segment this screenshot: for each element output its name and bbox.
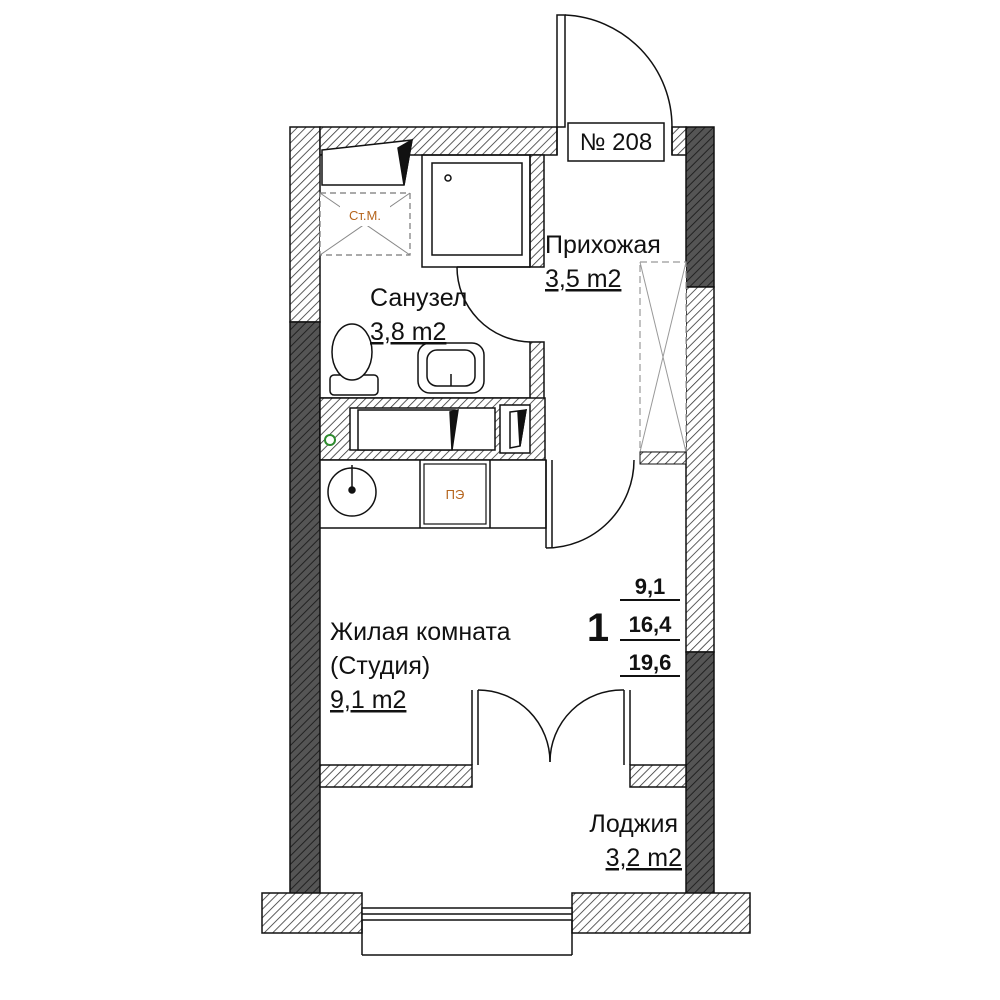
right-wall-upper-dark: [685, 126, 715, 288]
area-total-no-loggia: 16,4: [629, 612, 673, 637]
loggia-name: Лоджия: [589, 810, 678, 838]
area-living: 9,1: [635, 574, 666, 599]
bath-partition-right: [529, 154, 545, 268]
shower-tray: [421, 154, 531, 268]
bath-wall-niche: [319, 397, 546, 461]
loggia-wall-right: [629, 764, 687, 788]
living-name-line1: Жилая комната: [330, 618, 511, 646]
top-wall-right-stub: [671, 126, 687, 156]
bathroom-door: [456, 266, 531, 343]
apartment-number-box: [567, 122, 665, 162]
hallway-name: Прихожая: [545, 231, 661, 259]
right-wall-lower-dark: [685, 651, 715, 921]
left-wall-dark: [289, 321, 321, 921]
loggia-door: [471, 689, 631, 765]
hallway-wardrobe: [639, 261, 687, 465]
electric-stove: ПЭ: [423, 463, 487, 525]
entrance-door: [556, 14, 673, 155]
washing-machine: Ст.М.: [319, 192, 411, 256]
loggia-area: 3,2 m2: [606, 844, 682, 872]
hallway-area: 3,5 m2: [545, 265, 621, 293]
area-summary: 9,1 16,4 19,6: [620, 574, 680, 677]
apartment-number: № 208: [580, 129, 652, 156]
loggia-wall-left: [319, 764, 473, 788]
bathroom-area: 3,8 m2: [370, 318, 446, 346]
rooms-count: 1: [587, 606, 609, 650]
loggia-window: [361, 907, 573, 956]
living-room-door: [545, 459, 635, 549]
area-total: 19,6: [629, 650, 672, 675]
washing-machine-label: Ст.М.: [349, 208, 381, 223]
electric-stove-label: ПЭ: [446, 487, 465, 502]
boiler: [321, 138, 414, 186]
living-area: 9,1 m2: [330, 686, 406, 714]
bathroom-sink: [417, 342, 485, 394]
toilet: [329, 323, 379, 396]
right-wall-mid: [685, 286, 715, 653]
living-name-line2: (Студия): [330, 652, 430, 680]
riser-marker: [324, 434, 336, 446]
facade-left: [261, 892, 363, 934]
facade-right: [571, 892, 751, 934]
left-wall-top: [289, 126, 321, 323]
kitchen-sink: [327, 465, 377, 517]
bathroom-name: Санузел: [370, 284, 467, 312]
